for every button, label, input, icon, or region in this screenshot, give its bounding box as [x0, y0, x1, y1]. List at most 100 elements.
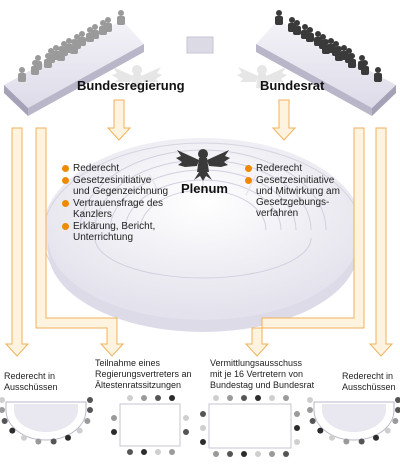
seat-icon [241, 451, 247, 457]
arrow-bundesrat-vermittlung [244, 127, 365, 357]
seat-icon [307, 407, 313, 413]
bundesrat-bench [256, 20, 396, 116]
seat-icon [358, 438, 365, 445]
seat-icon [392, 417, 399, 424]
bundesrat-rights-list: Rederecht Gesetzesinitiative und Mitwirk… [245, 163, 340, 220]
seat-icon [84, 417, 91, 424]
caption-aeltestenrat: Teilnahme eines Regierungsvertreters an … [95, 358, 192, 390]
person-icon [314, 31, 322, 46]
person-icon [65, 38, 73, 53]
arrow-bundesrat-plenum [271, 99, 297, 141]
person-icon [104, 17, 112, 32]
seat-icon [269, 395, 275, 401]
bundesrat-members [275, 10, 382, 82]
seat-icon [0, 397, 5, 403]
person-icon [52, 45, 60, 60]
seat-icon [227, 451, 233, 457]
arrow-regierung-plenum [106, 99, 132, 141]
person-icon [374, 67, 382, 82]
seat-icon [87, 397, 93, 403]
seat-icon [65, 434, 71, 441]
arrow-bundesrat-ausschuesse [368, 127, 394, 357]
seat-icon [329, 434, 335, 441]
list-item: Rederecht [245, 163, 340, 174]
seat-icon [283, 395, 289, 401]
person-icon [301, 24, 309, 39]
committee-right [307, 397, 400, 445]
seat-icon [309, 417, 316, 424]
bullet-icon [245, 177, 252, 184]
seat-icon [200, 439, 206, 445]
seat-icon [169, 395, 175, 401]
seat-icon [200, 425, 206, 431]
seat-icon [141, 395, 147, 401]
eagle-plenum-icon [176, 149, 230, 181]
caption-vermittlungsausschuss: Vermittlungsausschuss mit je 16 Vertrete… [210, 358, 315, 390]
seat-icon [35, 438, 42, 445]
seat-icon [76, 427, 83, 434]
seat-icon [183, 429, 189, 435]
bullet-icon [62, 165, 69, 172]
list-item: Erklärung, Bericht, Unterrichtung [62, 221, 168, 243]
person-icon [34, 55, 42, 70]
seat-icon [294, 439, 300, 445]
seat-icon [9, 427, 16, 434]
arrow-regierung-aeltestenrat [35, 127, 125, 357]
seat-icon [373, 434, 379, 441]
seat-icon [169, 449, 175, 455]
aeltestenrat-table [111, 395, 189, 455]
seat-icon [155, 449, 161, 455]
seat-icon [283, 451, 289, 457]
seat-icon [395, 397, 400, 403]
list-item: Vertrauensfrage des Kanzlers [62, 198, 168, 220]
seat-icon [183, 415, 189, 421]
seat-icon [213, 395, 219, 401]
caption-ausschuesse-left: Rederecht in Ausschüssen [4, 371, 58, 392]
plenum-title: Plenum [181, 181, 228, 196]
seat-icon [395, 407, 400, 413]
regierung-members [18, 10, 125, 82]
seat-icon [307, 397, 313, 403]
seat-icon [87, 407, 93, 413]
seat-icon [255, 395, 261, 401]
seat-icon [21, 434, 27, 441]
seat-icon [317, 427, 324, 434]
seat-icon [269, 451, 275, 457]
eagle-right-icon [237, 65, 287, 88]
bullet-icon [62, 200, 69, 207]
seat-icon [343, 438, 350, 445]
seat-icon [111, 415, 117, 421]
arrow-regierung-ausschuesse [4, 127, 30, 357]
seat-icon [127, 395, 133, 401]
bullet-icon [62, 177, 69, 184]
seat-icon [384, 427, 391, 434]
bullet-icon [62, 223, 69, 230]
seat-icon [294, 425, 300, 431]
seat-icon [213, 451, 219, 457]
person-icon [78, 31, 86, 46]
vermittlungsausschuss-table [200, 395, 300, 457]
seat-icon [50, 438, 57, 445]
bundesrat-title: Bundesrat [260, 78, 325, 93]
seat-icon [227, 395, 233, 401]
seat-icon [141, 449, 147, 455]
seat-icon [155, 395, 161, 401]
person-icon [18, 67, 26, 82]
person-icon [91, 24, 99, 39]
eagle-left-icon [112, 65, 162, 88]
person-icon [117, 10, 125, 25]
seat-icon [111, 429, 117, 435]
arrows [4, 99, 394, 357]
caption-ausschuesse-right: Rederecht in Ausschüssen [342, 371, 396, 392]
list-item: Gesetzesinitiative und Gegenzeichnung [62, 175, 168, 197]
regierung-bench [4, 20, 144, 116]
person-icon [275, 10, 283, 25]
seat-icon [1, 417, 8, 424]
person-icon [340, 45, 348, 60]
committee-left [0, 397, 93, 445]
speaker-desk [186, 36, 214, 54]
seat-icon [294, 411, 300, 417]
regierung-rights-list: Rederecht Gesetzesinitiative und Gegenze… [62, 163, 168, 244]
